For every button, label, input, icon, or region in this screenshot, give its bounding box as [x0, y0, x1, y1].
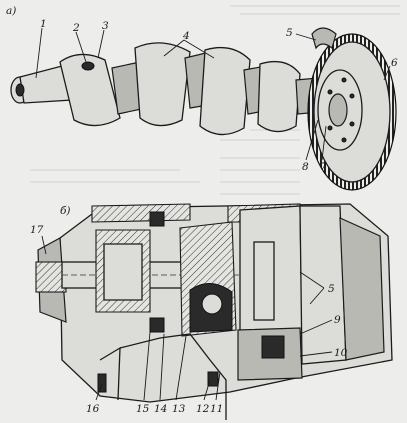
- oil-pan-edge: [119, 333, 227, 420]
- gear-bore: [103, 243, 143, 301]
- bolt-head: [261, 335, 285, 359]
- oil-plug: [81, 61, 95, 71]
- label-1: 1: [40, 18, 47, 30]
- leader-lines-a: [35, 27, 391, 161]
- label-13: 13: [172, 403, 186, 415]
- label-5-a: 5: [286, 27, 293, 39]
- label-5-b: 5: [328, 283, 335, 295]
- oil-seal-top: [149, 211, 165, 227]
- label-8: 8: [302, 161, 309, 173]
- label-16: 16: [86, 403, 100, 415]
- label-17: 17: [30, 224, 44, 236]
- flywheel-bolts: [327, 77, 355, 143]
- background-text-lines: [30, 5, 400, 195]
- panel-b-label: б): [60, 205, 71, 217]
- label-12: 12: [196, 403, 210, 415]
- flywheel-center: [328, 93, 348, 127]
- label-6: 6: [391, 57, 398, 69]
- front-crank-web: [59, 53, 121, 127]
- counterweight-2: [199, 46, 251, 136]
- right-frame: [299, 205, 347, 365]
- journal-section: [201, 293, 223, 315]
- drain-plug: [207, 371, 219, 387]
- label-14: 14: [154, 403, 167, 415]
- engine-section-panel-b: [35, 203, 393, 420]
- oil-channel: [253, 241, 275, 321]
- oil-seal-bottom: [149, 317, 165, 333]
- counterweight-1: [134, 42, 191, 127]
- panel-a-label: а): [6, 5, 16, 17]
- shaft-bore: [15, 83, 25, 97]
- flywheel-hub: [317, 69, 363, 151]
- label-3: 3: [102, 20, 109, 32]
- casing-top: [91, 203, 191, 223]
- label-15: 15: [136, 403, 150, 415]
- lower-seal: [97, 373, 107, 393]
- label-4: 4: [182, 30, 190, 42]
- label-9: 9: [334, 314, 341, 326]
- label-10: 10: [334, 347, 348, 359]
- flywheel: [313, 41, 391, 183]
- counterweight-3: [257, 60, 301, 133]
- label-2: 2: [72, 22, 80, 34]
- label-11: 11: [210, 403, 223, 415]
- leader-lines-b: [41, 235, 333, 401]
- part-labels: а) 1 2 3 4 5 6 7 8 б) 17 5 9 10 16 15 14…: [6, 5, 398, 415]
- flywheel-section: [339, 217, 385, 361]
- lower-cover: [99, 346, 121, 401]
- label-7: 7: [320, 161, 327, 173]
- thrust-half-washer: [311, 27, 337, 50]
- crank-web-section: [239, 205, 303, 337]
- crankshaft-panel-a: [10, 27, 397, 191]
